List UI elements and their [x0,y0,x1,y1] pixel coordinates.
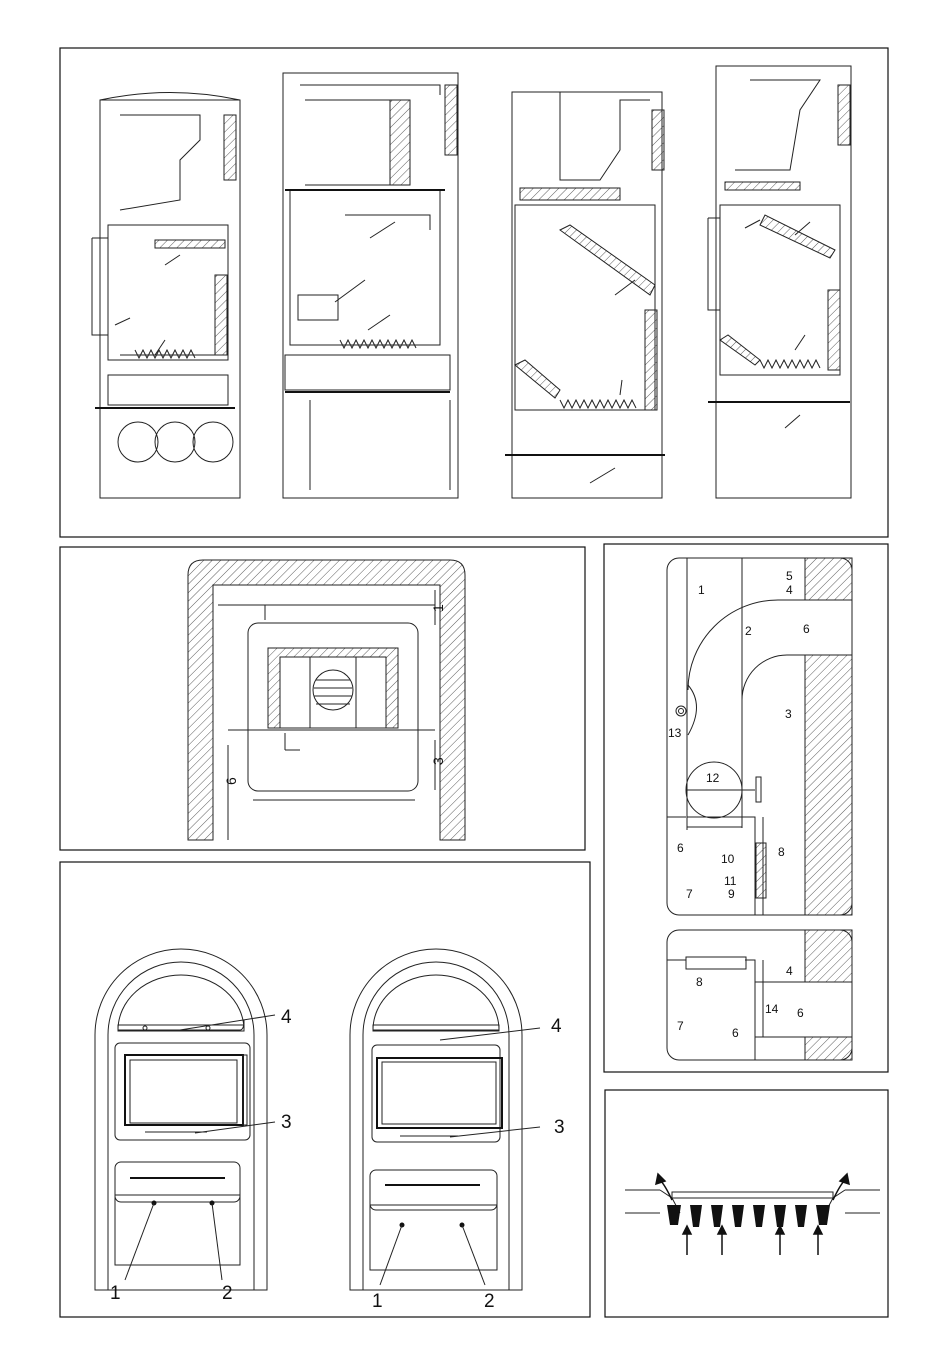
cross-section-panel [59,47,889,538]
flue-upper-label-13: 13 [668,726,682,740]
flue-upper-label-6c: 6 [677,841,684,855]
flue-upper-label-1: 1 [698,583,705,597]
left-stove-label-4: 4 [281,1007,292,1028]
flue-upper-label-8: 8 [778,845,785,859]
left-stove-label-2: 2 [222,1283,233,1304]
clearance-diagram-panel: 1 3 6 [59,546,586,851]
left-stove-front: 4 3 1 2 [94,948,292,1304]
flue-upper-label-10: 10 [721,852,735,866]
right-stove-label-2: 2 [484,1291,495,1312]
flue-upper-label-11: 11 [724,874,737,888]
right-stove-front: 4 3 1 2 [349,948,565,1312]
flue-upper-label-5: 5 [786,569,793,583]
left-stove-label-3: 3 [281,1112,292,1133]
flue-upper-label-2: 2 [745,624,752,638]
airflow-arrows [655,1172,850,1255]
stove-section-4 [707,65,852,499]
right-stove-label-3: 3 [554,1117,565,1138]
flue-lower-label-8: 8 [696,975,703,989]
flue-upper-label-6b: 6 [803,622,810,636]
right-stove-label-1: 1 [372,1291,383,1312]
flue-upper-label-9: 9 [728,887,735,901]
stove-section-2 [282,72,459,499]
clearance-label-6: 6 [223,777,239,785]
flue-upper-label-12: 12 [706,771,720,785]
flue-lower-label-14: 14 [765,1002,779,1016]
clearance-label-3: 3 [430,757,446,765]
grate-bars [667,1205,830,1227]
right-stove-label-4: 4 [551,1016,562,1037]
flue-upper-label-4: 4 [786,583,793,597]
flue-connection-panel: 1 2 3 4 5 6 6 13 12 6 10 8 11 9 7 8 4 14… [603,543,889,1073]
flue-lower-label-6a: 6 [797,1006,804,1020]
flue-upper-label-7: 7 [686,887,693,901]
front-views-panel: 4 3 1 2 4 3 1 2 [59,861,591,1318]
grate-airflow-panel [604,1089,889,1318]
left-stove-label-1: 1 [110,1283,121,1304]
flue-lower-label-6b: 6 [732,1026,739,1040]
stove-section-1 [91,92,241,499]
flue-lower-label-4: 4 [786,964,793,978]
clearance-label-1: 1 [430,604,446,612]
stove-section-3 [505,91,665,499]
flue-upper-label-3: 3 [785,707,792,721]
flue-lower-label-7: 7 [677,1019,684,1033]
